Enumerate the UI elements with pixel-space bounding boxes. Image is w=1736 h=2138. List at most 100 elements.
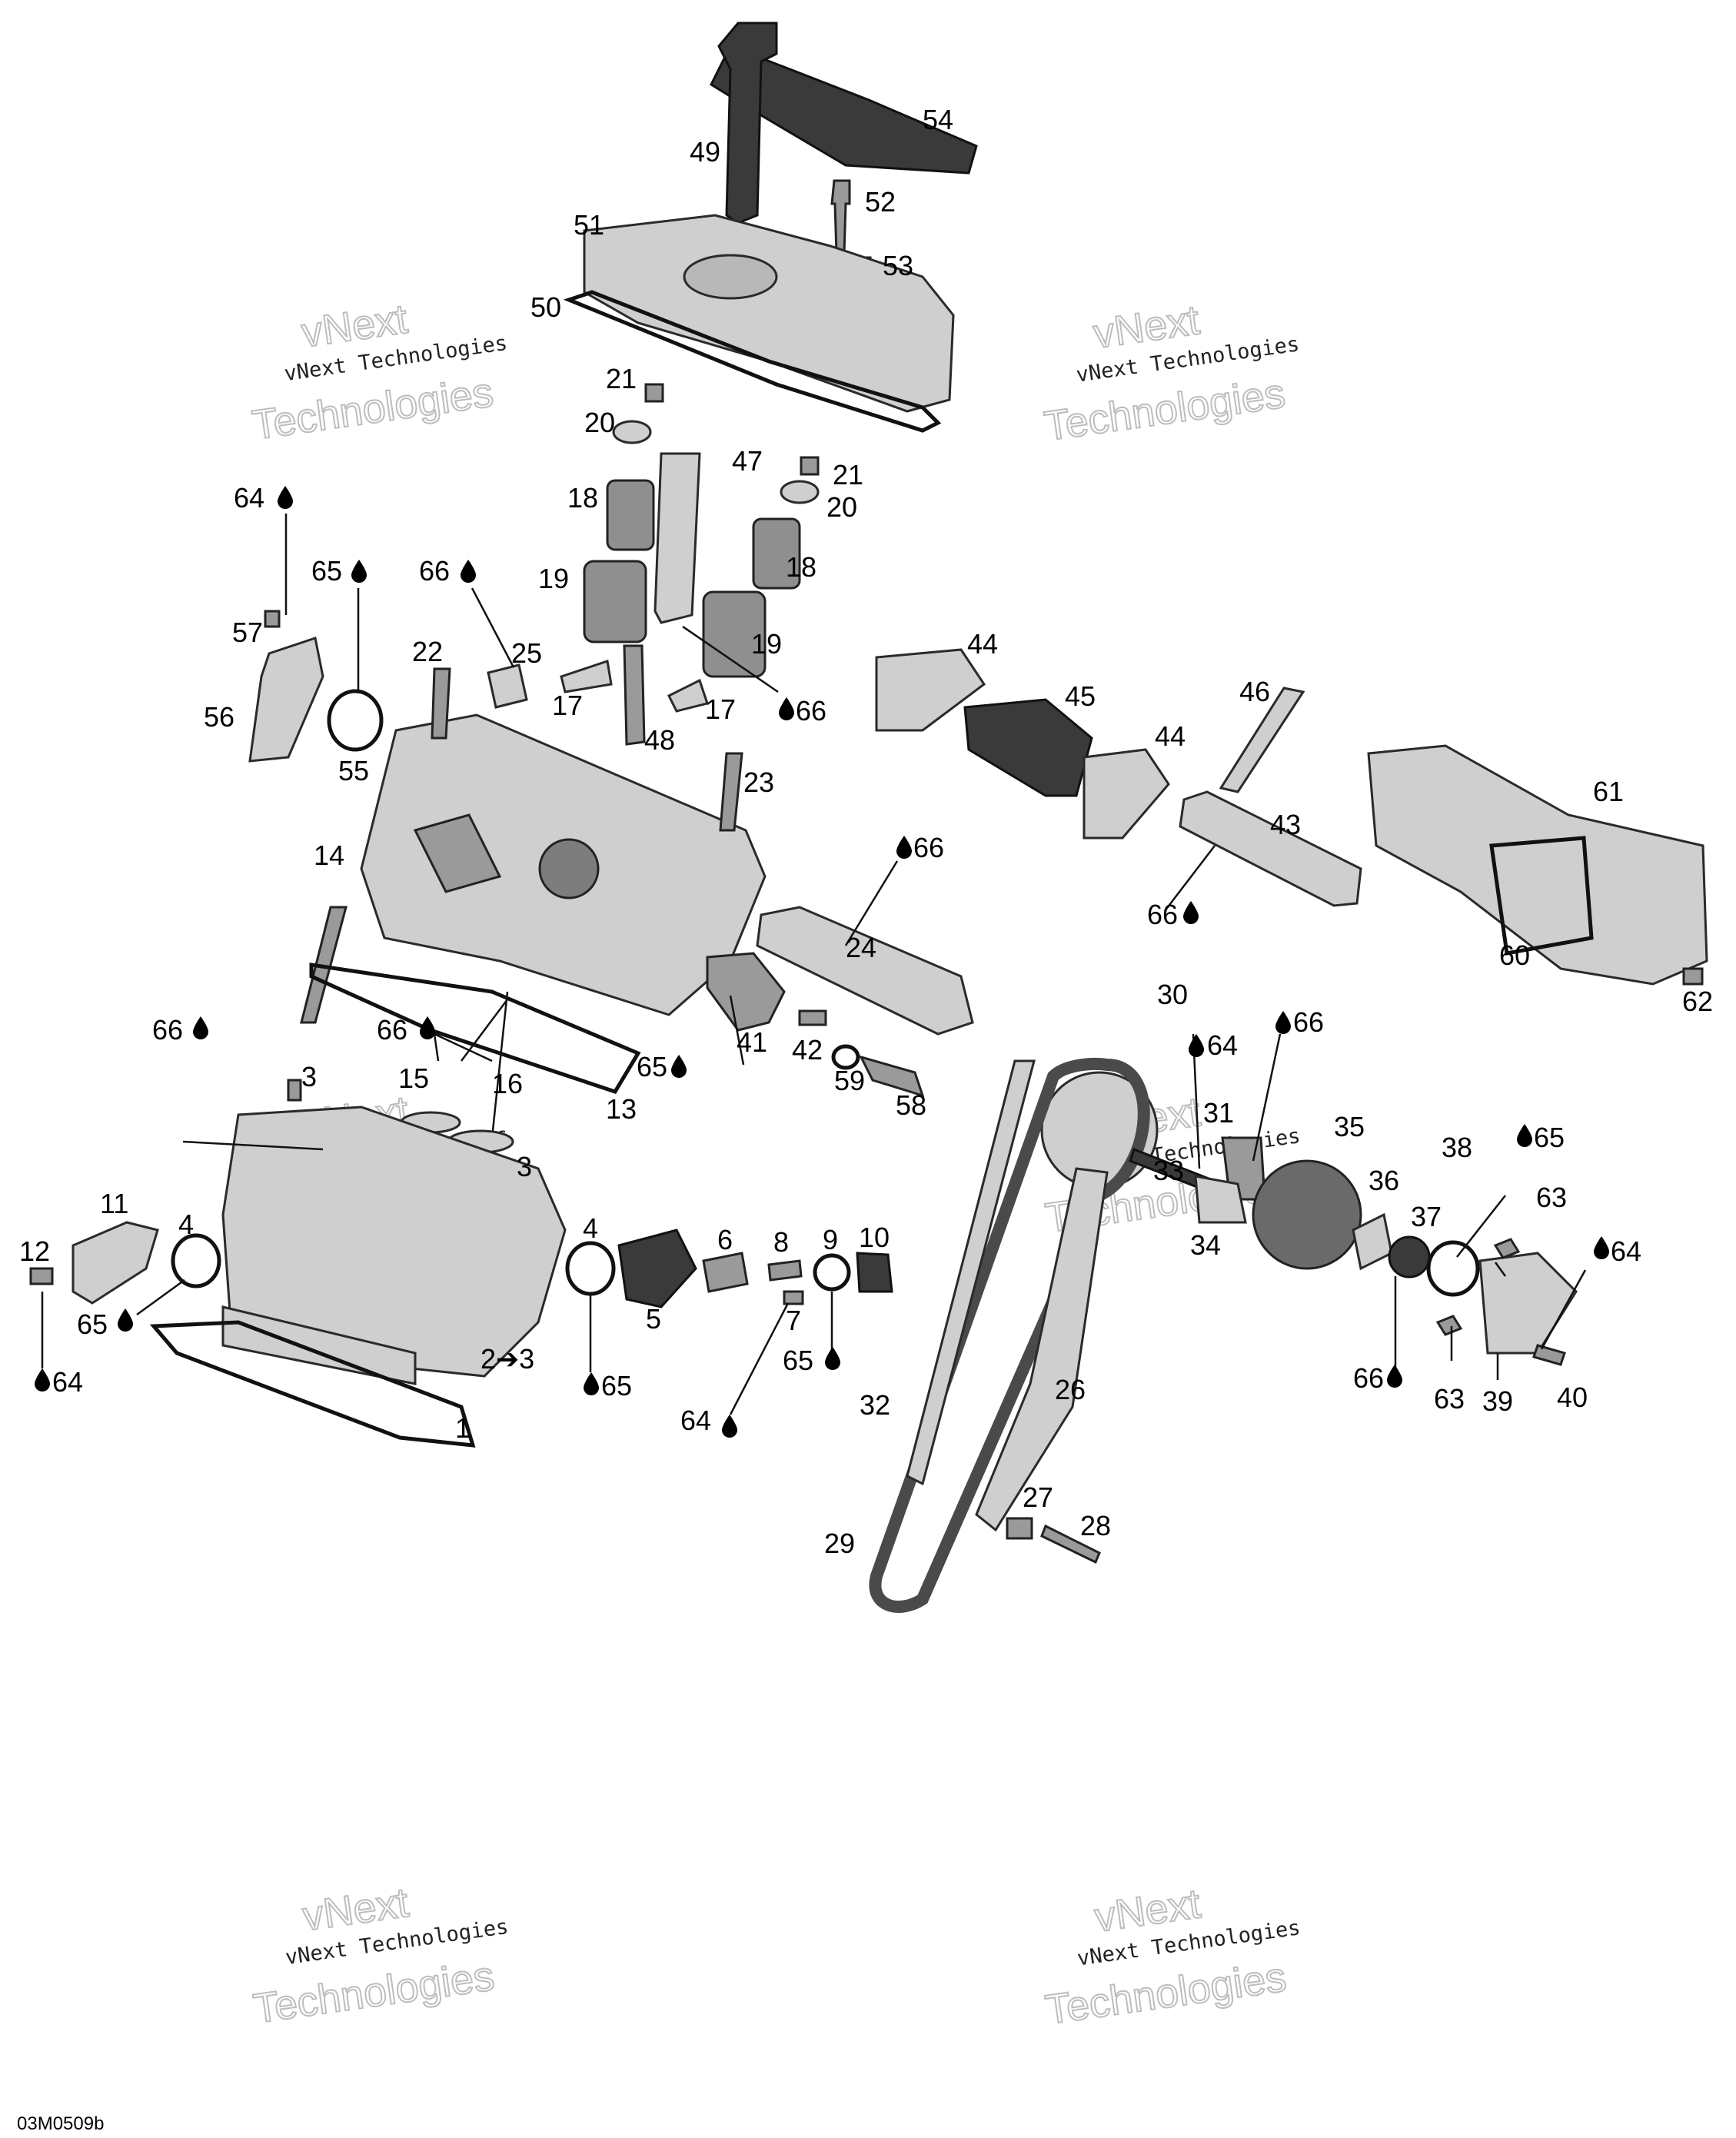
oil-drop-icon [1594,1236,1609,1259]
part-45-rocker-arm [963,698,1093,797]
callout-label: 15 [398,1062,429,1094]
callout-label: 64 [680,1405,711,1436]
callout-label: 18 [567,482,598,514]
part-20-retainer-b [780,480,820,504]
callout-label: 21 [606,363,637,394]
callout-label: 13 [606,1093,637,1125]
callout-label: 55 [338,755,369,786]
part-37-seal [1388,1235,1431,1278]
callout-label: 49 [690,136,720,168]
callout-label: 42 [792,1034,823,1066]
part-44-rocker-arm-a [875,648,986,732]
callout-label: 63 [1434,1383,1465,1415]
callout-label: 36 [1369,1165,1399,1196]
callout-label: 19 [538,563,569,594]
callout-label: 2➔3 [481,1343,534,1375]
callout-label: 44 [967,628,998,660]
part-35-gear [1252,1159,1362,1270]
callout-label: 66 [1147,899,1178,930]
callout-label: 6 [717,1224,733,1255]
oil-drop-icon [193,1016,208,1039]
callout-label: 66 [913,832,944,863]
part-1-cylinder-block [221,1106,567,1378]
callout-label: 11 [100,1188,128,1219]
callout-label: 8 [773,1226,789,1258]
callout-label: 64 [52,1366,83,1398]
part-6-sleeve [702,1252,749,1293]
part-1-base-gasket [149,1320,476,1448]
oil-drop-icon [1387,1365,1402,1388]
callout-label: 38 [1442,1132,1472,1163]
part-34-bracket [1194,1175,1247,1224]
callout-labels: 1 2➔3 3 3 4 4 5 6 7 8 9 10 11 12 13 14 1… [19,104,1713,1559]
part-40-bolt [1532,1344,1566,1366]
callout-label: 64 [1611,1235,1641,1267]
part-29-timing-chain [869,1057,1150,1613]
callout-label: 43 [1270,809,1301,840]
callout-label: 18 [786,551,816,583]
part-24-camshaft [756,906,974,1036]
callout-label: 64 [1207,1029,1238,1061]
callout-label: 65 [311,555,342,587]
callout-label: 3 [517,1151,532,1182]
callout-label: 66 [152,1014,183,1046]
callout-label: 65 [601,1370,632,1402]
callout-label: 35 [1334,1111,1365,1142]
part-20-retainer-a [612,420,652,444]
part-38-o-ring [1426,1240,1480,1297]
callout-label: 52 [865,186,896,218]
part-62-screw [1682,967,1704,986]
part-18-spring-a [606,479,655,551]
oil-drop-icon [1189,1034,1204,1057]
oil-drop-icon [896,836,912,859]
oil-drop-icon [420,1016,435,1039]
callout-label: 32 [860,1389,890,1421]
callout-label: 31 [1203,1097,1234,1129]
part-4-o-ring-a [171,1233,221,1288]
callout-label: 44 [1155,720,1186,752]
oil-drop-icon [1275,1011,1291,1034]
part-22-stud [431,667,451,740]
part-25-plate [487,663,528,709]
callout-label: 4 [583,1212,598,1244]
callout-label: 10 [859,1222,890,1253]
part-43-rocker-shaft [1179,790,1362,907]
oil-drop-icon [1517,1124,1532,1147]
callout-label: 59 [834,1065,865,1096]
part-8-pin [767,1259,803,1282]
part-3-dowel [287,1079,302,1102]
callout-label: 20 [826,491,857,523]
callout-label: 30 [1157,979,1188,1010]
callout-label: 24 [846,932,876,963]
part-23-stud [719,752,743,832]
callout-label: 37 [1411,1201,1442,1232]
oil-drop-icon [1183,901,1199,924]
callout-label: 48 [644,724,675,756]
part-54-heat-shield [710,45,978,175]
callout-label: 61 [1593,776,1624,807]
part-42-screw [798,1009,827,1026]
callout-label: 65 [1534,1122,1565,1153]
callout-label: 65 [637,1051,667,1082]
oil-drop-icon [722,1415,737,1438]
part-21-keeper-b [800,456,820,476]
leader-lines [41,514,1587,1415]
part-16-valve [491,991,509,1139]
oil-drop-icon [118,1308,133,1332]
watermark-top-right: vNext vNext Technologies Technologies [1041,296,1301,451]
part-52-bolt [830,179,851,255]
part-19-spring-b [702,590,767,678]
callout-label: 63 [1536,1182,1567,1213]
callout-label: 66 [796,695,826,727]
callout-label: 20 [584,407,615,438]
callout-label: 33 [1153,1155,1184,1186]
part-26-tensioner-guide [975,1167,1109,1532]
part-28-bolt [1040,1524,1101,1564]
part-63-washer-a [1493,1238,1521,1259]
part-13-head-gasket [309,963,641,1095]
oil-drop-icon [351,560,367,583]
part-61-intake-manifold [1367,744,1708,986]
part-41-sensor [706,952,786,1032]
callout-label: 7 [786,1305,801,1336]
callout-label: 58 [896,1089,926,1121]
